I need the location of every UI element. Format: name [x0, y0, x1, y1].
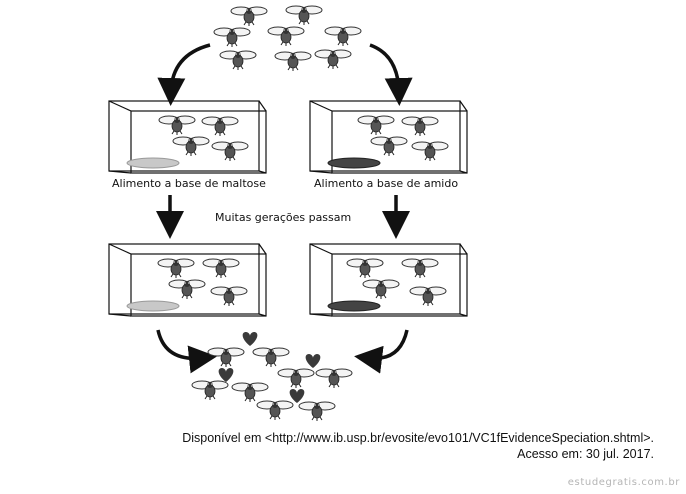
fly-icon [324, 26, 362, 47]
fly-icon [409, 286, 447, 307]
food-dish-icon [126, 300, 180, 312]
fly-icon [158, 115, 196, 136]
bottom-fly-population [191, 332, 353, 422]
food-dish-icon [327, 300, 381, 312]
arrow-icon [369, 43, 413, 106]
food-dish-icon [327, 157, 381, 169]
box-cage-starch-initial [309, 100, 468, 174]
fly-icon [202, 258, 240, 279]
fly-icon [230, 6, 268, 27]
fly-icon [207, 347, 245, 368]
fly-icon [211, 141, 249, 162]
fly-icon [231, 382, 269, 403]
heart-icon [242, 332, 258, 346]
fly-icon [201, 116, 239, 137]
fly-icon [210, 286, 248, 307]
fly-icon [411, 141, 449, 162]
fly-icon [401, 258, 439, 279]
heart-icon [305, 354, 321, 368]
fly-icon [213, 27, 251, 48]
fly-icon [370, 136, 408, 157]
fly-icon [157, 258, 195, 279]
food-dish-icon [126, 157, 180, 169]
fly-icon [256, 400, 294, 421]
top-fly-population [213, 5, 362, 72]
generations-label: Muitas gerações passam [215, 211, 352, 224]
fly-icon [362, 279, 400, 300]
box-cage-maltose-evolved [108, 243, 267, 317]
maltose-food-label: Alimento a base de maltose [112, 177, 266, 190]
fly-icon [285, 5, 323, 26]
fly-icon [172, 136, 210, 157]
box-cage-maltose-initial [108, 100, 267, 174]
starch-food-label: Alimento a base de amido [314, 177, 459, 190]
arrow-icon [156, 329, 217, 374]
fly-icon [277, 368, 315, 389]
fly-icon [252, 347, 290, 368]
fly-icon [219, 50, 257, 71]
fly-icon [267, 26, 305, 47]
fly-icon [315, 368, 353, 389]
heart-icon [289, 389, 305, 403]
arrow-icon [354, 329, 409, 374]
fly-icon [168, 279, 206, 300]
fly-icon [274, 51, 312, 72]
access-date-line: Acesso em: 30 jul. 2017. [517, 447, 654, 461]
heart-icon [218, 368, 234, 382]
source-url-line: Disponível em <http://www.ib.usp.br/evos… [182, 431, 654, 445]
box-cage-starch-evolved [309, 243, 468, 317]
fly-icon [314, 49, 352, 70]
fly-icon [357, 115, 395, 136]
watermark: estudegratis.com.br [567, 477, 680, 488]
fly-icon [346, 258, 384, 279]
fly-icon [401, 116, 439, 137]
arrow-icon [157, 43, 211, 106]
fly-icon [191, 380, 229, 401]
fly-icon [298, 401, 336, 422]
